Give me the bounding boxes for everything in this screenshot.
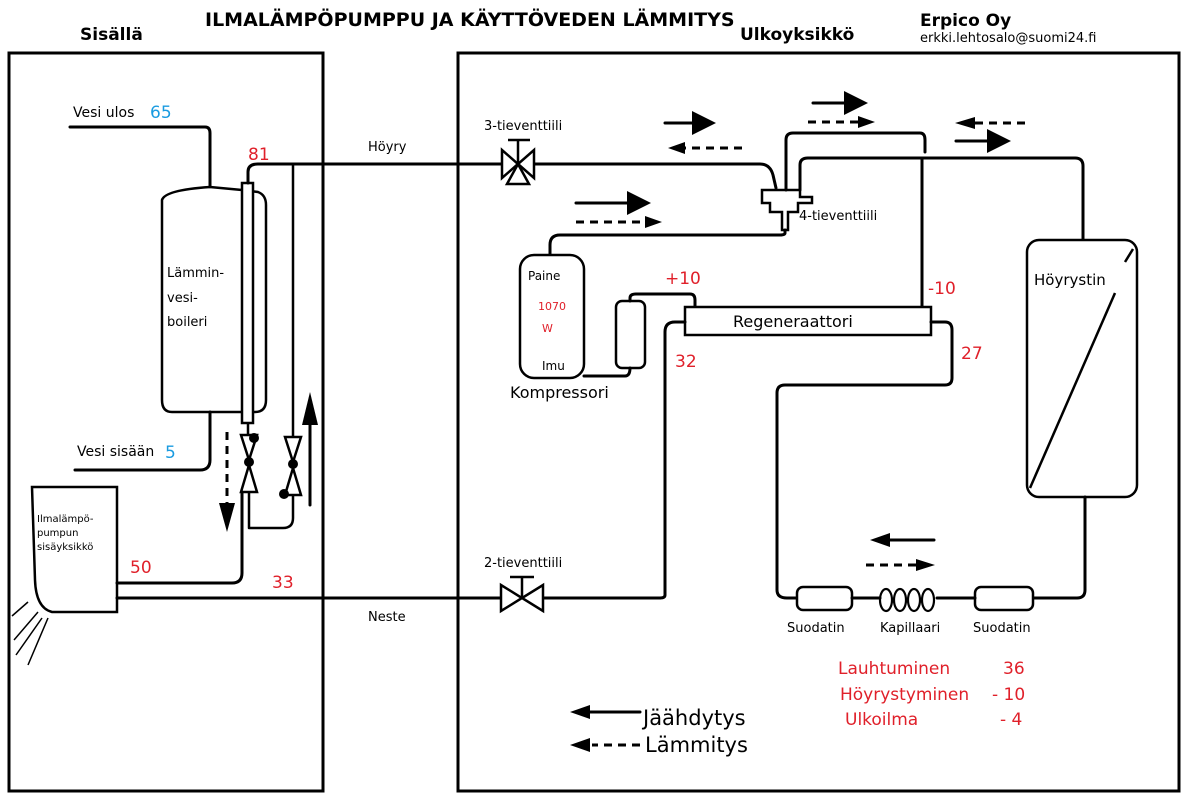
- two-way-valve-icon: [499, 575, 545, 614]
- capillary-coil-icon: [878, 587, 936, 613]
- company-email: erkki.lehtosalo@suomi24.fi: [920, 31, 1096, 46]
- regenerator-liquid-pipe: [658, 320, 687, 600]
- boiler-label-2: vesi-: [167, 291, 198, 306]
- indoor-unit: [30, 485, 119, 614]
- temp-minus10: -10: [928, 279, 956, 299]
- evaporator-outlet-pipe: [1031, 495, 1087, 600]
- compressor-discharge-pipe: [548, 228, 787, 257]
- water-out-pipe: [68, 125, 212, 189]
- summary-value-evaporation: - 10: [992, 685, 1025, 705]
- four-way-valve-icon: [760, 188, 814, 232]
- temp-27: 27: [961, 344, 983, 364]
- indoor-unit-label-2: pumpun: [37, 528, 78, 539]
- outdoor-section-label: Ulkoyksikkö: [740, 25, 854, 45]
- water-in-pipe: [73, 410, 212, 472]
- indoor-frame: [7, 51, 325, 793]
- summary-label-condensation: Lauhtuminen: [838, 659, 950, 679]
- check-valve-left: [239, 433, 259, 494]
- temp-boiler-top: 81: [248, 145, 270, 165]
- accumulator: [614, 299, 647, 370]
- legend-label-cooling: Jäähdytys: [641, 706, 746, 730]
- compressor-power-value: 1070: [538, 300, 566, 313]
- company-name: Erpico Oy: [920, 11, 1011, 31]
- vapor-pipe-indoor: [246, 162, 462, 185]
- evaporator-label: Höyrystin: [1034, 271, 1106, 289]
- water-out-label: Vesi ulos: [73, 105, 134, 121]
- filter-right-label: Suodatin: [973, 621, 1031, 636]
- legend: Jäähdytys Lämmitys: [570, 705, 748, 757]
- two-way-valve-label: 2-tieventtiili: [484, 556, 562, 571]
- boiler-label-3: boileri: [167, 315, 207, 330]
- summary-value-outdoor-air: - 4: [1000, 710, 1022, 730]
- vapor-pipe-outdoor: [458, 162, 778, 190]
- capillary-label: Kapillaari: [880, 621, 940, 636]
- three-way-valve-label: 3-tieventtiili: [484, 119, 562, 134]
- filter-left: [795, 585, 854, 612]
- water-in-label: Vesi sisään: [77, 444, 154, 460]
- temp-liquid: 33: [272, 573, 294, 593]
- regenerator: [683, 305, 933, 337]
- diagram-title: ILMALÄMPÖPUMPPU JA KÄYTTÖVEDEN LÄMMITYS: [205, 7, 735, 31]
- hot-water-boiler: [160, 185, 268, 414]
- water-in-temp: 5: [165, 443, 176, 463]
- valve-to-condenser-pipe-upper: [784, 131, 927, 192]
- boiler-coil-tube: [240, 181, 255, 425]
- water-out-temp: 65: [150, 103, 172, 123]
- compressor-label: Kompressori: [510, 383, 609, 402]
- temp-plus10: +10: [665, 269, 701, 289]
- three-way-valve-icon: [500, 138, 536, 186]
- compressor-pressure-label: Paine: [528, 269, 560, 283]
- compressor-suction-label: Imu: [542, 359, 565, 373]
- liquid-pipe-label: Neste: [368, 610, 406, 625]
- check-valve-right: [279, 435, 303, 499]
- regenerator-return-pipe: [775, 320, 954, 600]
- vapor-pipe-label: Höyry: [368, 140, 407, 155]
- unit-supply-pipe: [115, 490, 244, 585]
- compressor: [518, 253, 586, 380]
- summary-label-outdoor-air: Ulkoilma: [845, 710, 918, 730]
- indoor-unit-label-3: sisäyksikkö: [37, 542, 93, 553]
- valve-to-evaporator-pipe: [798, 156, 1085, 242]
- filter-left-label: Suodatin: [787, 621, 845, 636]
- legend-label-heating: Lämmitys: [645, 733, 748, 757]
- summary-label-evaporation: Höyrystyminen: [840, 685, 969, 705]
- filter-right: [973, 585, 1035, 612]
- regenerator-label: Regeneraattori: [733, 312, 853, 331]
- compressor-power-unit: W: [542, 322, 553, 335]
- boiler-label-1: Lämmin-: [167, 266, 224, 281]
- outdoor-frame: [456, 51, 1181, 793]
- indoor-section-label: Sisällä: [80, 25, 143, 45]
- temp-32: 32: [675, 352, 697, 372]
- temp-unit-out: 50: [130, 558, 152, 578]
- indoor-unit-label-1: Ilmalämpö-: [37, 514, 94, 525]
- air-flow-lines-icon: [11, 601, 49, 666]
- summary-value-condensation: 36: [1003, 659, 1025, 679]
- four-way-valve-label: 4-tieventtiili: [799, 209, 877, 224]
